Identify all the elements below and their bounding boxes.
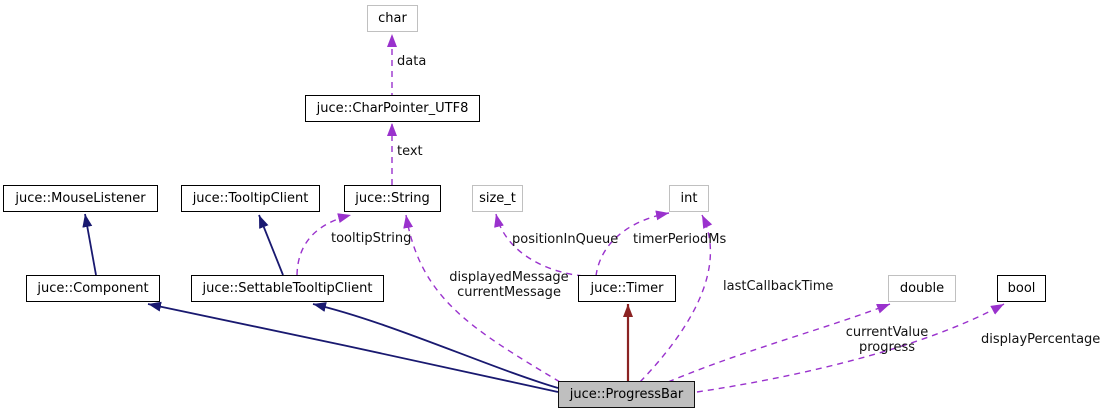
edge-label-position-in-queue: positionInQueue (512, 232, 619, 247)
edge-usage-last-callback-time (639, 214, 713, 383)
edge-usage-timer-period-ms (595, 210, 670, 277)
edge-inherit-tooltip-client (258, 214, 284, 276)
edge-inherit-settable-tooltip-client (312, 302, 559, 389)
class-node-char: char (367, 5, 418, 32)
class-node-juce-charpointer-utf8[interactable]: juce::CharPointer_UTF8 (305, 95, 480, 122)
edge-usage-position-in-queue (494, 213, 584, 277)
class-node-juce-component[interactable]: juce::Component (26, 275, 160, 302)
edge-usage-tooltip-string (296, 213, 352, 276)
edge-label-text: text (397, 144, 423, 159)
edge-label-current-value: currentValue progress (845, 325, 929, 355)
edge-label-tooltip-string: tooltipString (331, 231, 412, 246)
edge-inherit-component (147, 301, 559, 393)
class-node-size-t: size_t (472, 185, 523, 212)
class-node-bool[interactable]: bool (997, 275, 1046, 302)
class-node-int: int (669, 185, 709, 212)
class-node-juce-tooltipclient[interactable]: juce::TooltipClient (181, 185, 320, 212)
edge-label-display-percentage: displayPercentage (981, 332, 1101, 347)
edge-usage-displayed-message (403, 214, 561, 383)
class-node-double: double (888, 275, 956, 302)
edge-usage-display-percentage (696, 303, 1005, 393)
edge-usage-current-value (667, 303, 891, 383)
edge-label-last-callback-time: lastCallbackTime (723, 279, 834, 294)
class-node-juce-mouselistener[interactable]: juce::MouseListener (3, 185, 158, 212)
class-node-juce-progressbar-current: juce::ProgressBar (558, 381, 695, 408)
class-node-juce-timer[interactable]: juce::Timer (578, 275, 676, 302)
edge-label-displayed-message: displayedMessage currentMessage (449, 270, 569, 300)
edge-inherit-mouse-listener (82, 213, 97, 276)
class-node-juce-settabletooltipclient[interactable]: juce::SettableTooltipClient (191, 275, 384, 302)
edge-label-data: data (397, 54, 427, 69)
edge-label-timer-period-ms: timerPeriodMs (633, 232, 727, 247)
class-node-juce-string[interactable]: juce::String (344, 185, 441, 212)
